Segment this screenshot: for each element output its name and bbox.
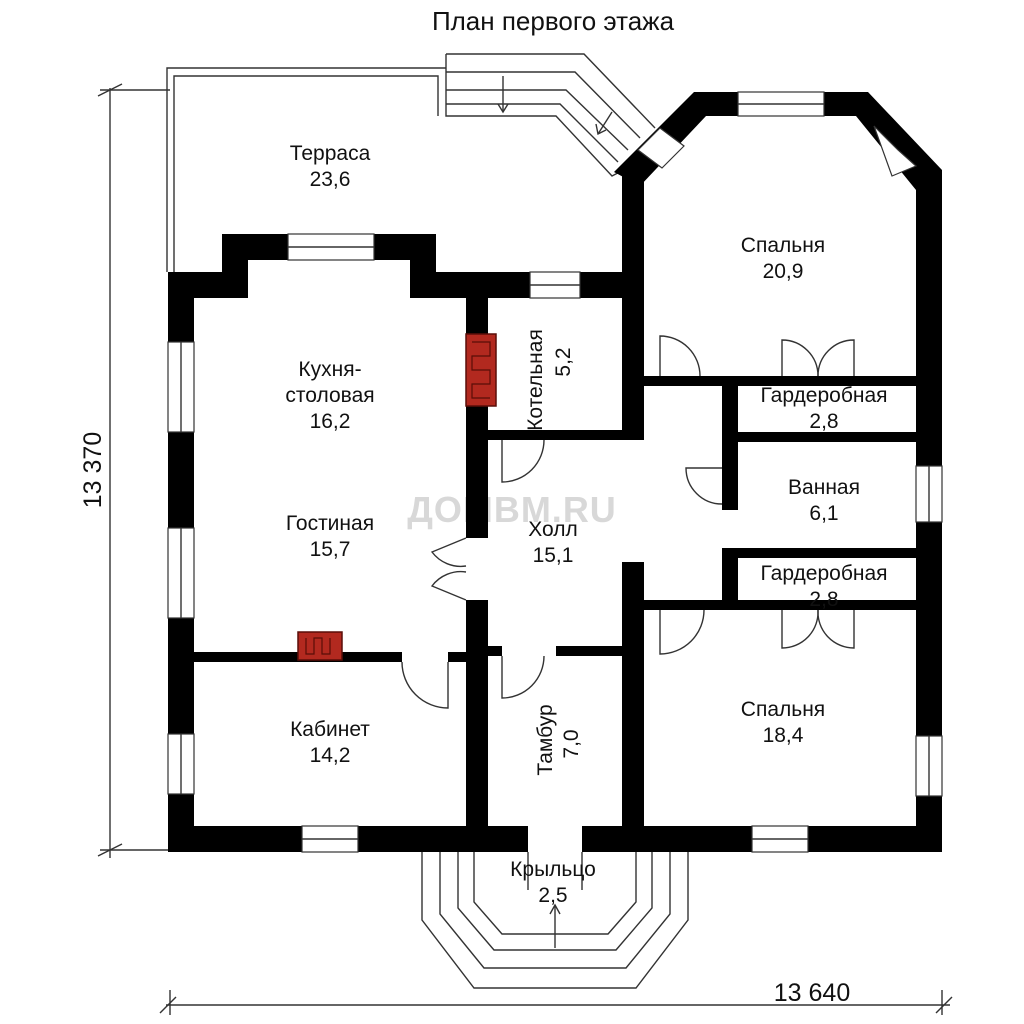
room-wardrobe-1: Гардеробная 2,8 — [760, 384, 887, 433]
room-name: Холл — [528, 518, 578, 541]
room-terrace: Терраса 23,6 — [290, 142, 371, 191]
kitchen-stove — [465, 333, 497, 407]
room-area: 2,5 — [538, 884, 567, 907]
doors — [401, 335, 855, 890]
room-name: Тамбур — [534, 704, 557, 775]
room-living: Гостиная 15,7 — [286, 512, 374, 561]
room-area: 2,8 — [809, 588, 838, 611]
room-name-line1: Кухня- — [298, 358, 361, 381]
porch-steps — [421, 852, 689, 989]
room-area: 2,8 — [809, 410, 838, 433]
room-bedroom-2: Спальня 18,4 — [741, 698, 825, 747]
dimension-height-label: 13 370 — [79, 432, 107, 508]
terrace-steps — [445, 53, 656, 177]
dimension-vertical — [97, 83, 170, 858]
room-name-line2: столовая — [285, 384, 374, 407]
room-bath: Ванная 6,1 — [788, 476, 860, 525]
room-name: Гостиная — [286, 512, 374, 535]
dimension-width-label: 13 640 — [774, 979, 850, 1007]
room-area: 6,1 — [809, 502, 838, 525]
room-area: 16,2 — [310, 410, 351, 433]
room-area: 20,9 — [763, 260, 804, 283]
room-name: Спальня — [741, 234, 825, 257]
plan-title: План первого этажа — [432, 6, 675, 36]
dimension-horizontal — [159, 990, 953, 1015]
room-area: 23,6 — [310, 168, 351, 191]
room-area: 14,2 — [310, 744, 351, 767]
room-name: Гардеробная — [760, 384, 887, 407]
room-wardrobe-2: Гардеробная 2,8 — [760, 562, 887, 611]
room-name: Кабинет — [290, 718, 370, 741]
room-name: Гардеробная — [760, 562, 887, 585]
room-bedroom-1: Спальня 20,9 — [741, 234, 825, 283]
room-area: 15,7 — [310, 538, 351, 561]
room-name: Котельная — [524, 329, 547, 431]
room-hall: Холл 15,1 — [528, 518, 578, 567]
watermark: ДОМВМ.RU — [407, 489, 617, 530]
room-vestibule: Тамбур 7,0 — [534, 704, 583, 775]
room-area: 7,0 — [560, 729, 583, 758]
terrace-railing — [166, 67, 446, 272]
room-area: 18,4 — [763, 724, 804, 747]
room-name: Спальня — [741, 698, 825, 721]
room-kitchen: Кухня- столовая 16,2 — [285, 358, 374, 433]
room-boiler: Котельная 5,2 — [524, 329, 575, 431]
windows — [167, 91, 943, 853]
room-name: Терраса — [290, 142, 371, 165]
room-area: 15,1 — [533, 544, 574, 567]
room-name: Крыльцо — [510, 858, 596, 881]
living-stove — [297, 631, 343, 661]
room-study: Кабинет 14,2 — [290, 718, 370, 767]
room-porch: Крыльцо 2,5 — [510, 858, 596, 907]
room-area: 5,2 — [552, 347, 575, 376]
room-name: Ванная — [788, 476, 860, 499]
